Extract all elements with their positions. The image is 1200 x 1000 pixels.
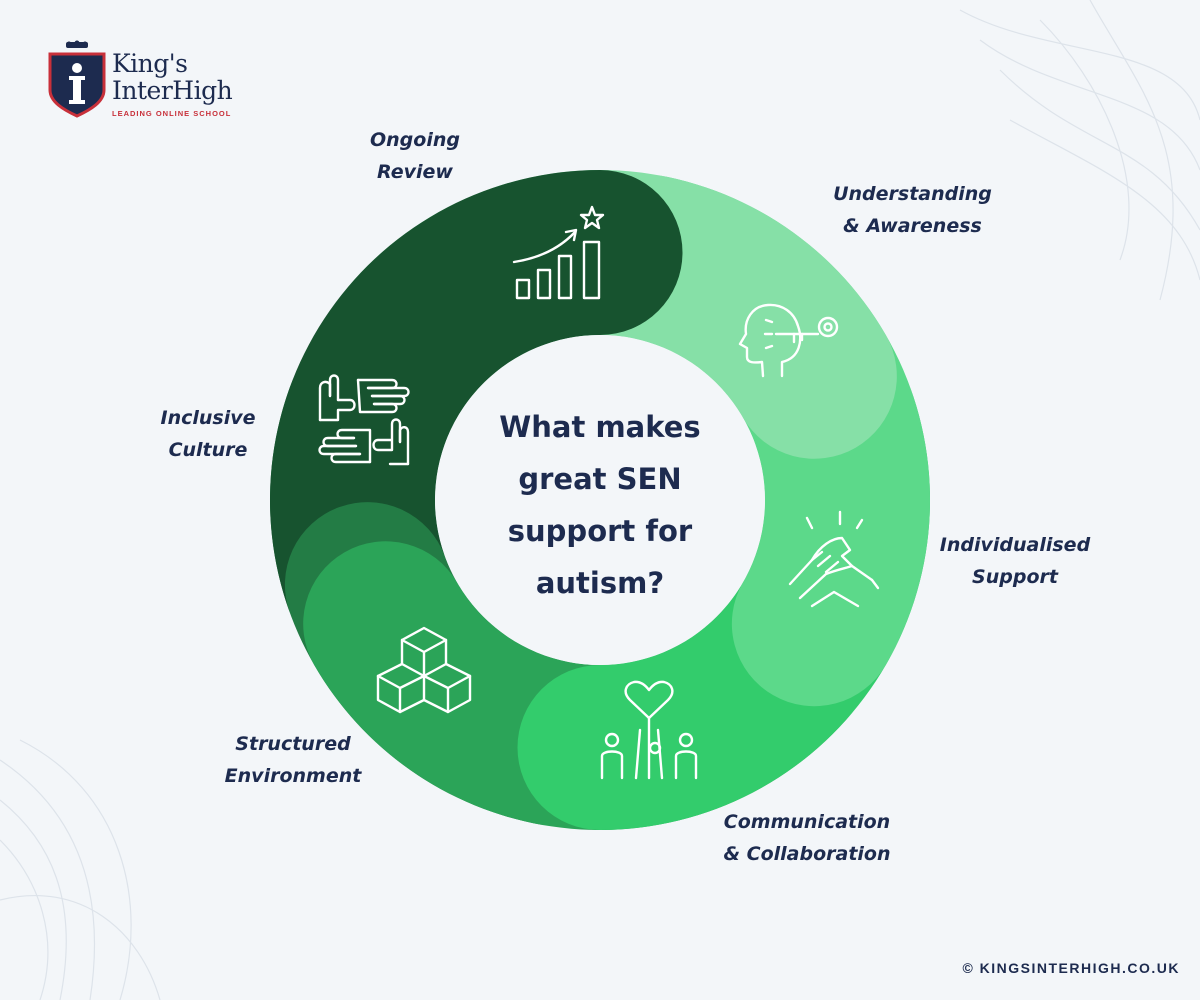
label-line: Environment bbox=[224, 765, 362, 787]
stacked-cubes-icon bbox=[376, 626, 472, 714]
growth-chart-star-icon bbox=[512, 205, 605, 300]
label-inclusive-culture: Inclusive Culture bbox=[148, 402, 268, 466]
label-line: Culture bbox=[168, 439, 248, 461]
label-communication-collaboration: Communication & Collaboration bbox=[702, 806, 912, 870]
center-question: What makes great SEN support for autism? bbox=[499, 410, 701, 600]
label-line: Review bbox=[377, 161, 453, 183]
label-line: Structured bbox=[235, 733, 351, 755]
brand-name-line2: InterHigh bbox=[112, 76, 233, 105]
brand-name-line1: King's bbox=[112, 49, 188, 78]
label-line: Communication bbox=[723, 811, 891, 833]
joined-hands-icon bbox=[318, 374, 410, 466]
head-with-key-icon bbox=[738, 303, 839, 378]
handshake-icon bbox=[788, 510, 880, 608]
label-ongoing-review: Ongoing Review bbox=[355, 124, 475, 188]
label-understanding-awareness: Understanding & Awareness bbox=[815, 178, 1010, 242]
label-line: & Awareness bbox=[843, 215, 982, 237]
label-line: & Collaboration bbox=[723, 843, 891, 865]
label-individualised-support: Individualised Support bbox=[930, 529, 1100, 593]
crest-icon bbox=[48, 40, 106, 118]
label-line: Inclusive bbox=[160, 407, 256, 429]
copyright-link[interactable]: © KINGSINTERHIGH.CO.UK bbox=[962, 960, 1180, 976]
wheel-center bbox=[435, 335, 765, 665]
label-line: Support bbox=[972, 566, 1058, 588]
label-structured-environment: Structured Environment bbox=[208, 728, 378, 792]
label-line: Individualised bbox=[939, 534, 1091, 556]
label-line: Understanding bbox=[833, 183, 992, 205]
brand-tagline: LEADING ONLINE SCHOOL bbox=[112, 109, 232, 118]
wheel-segment-ongoing bbox=[269, 170, 683, 613]
kings-interhigh-logo[interactable]: King's InterHigh LEADING ONLINE SCHOOL bbox=[46, 40, 246, 125]
label-line: Ongoing bbox=[370, 129, 460, 151]
heart-people-icon bbox=[600, 680, 698, 780]
